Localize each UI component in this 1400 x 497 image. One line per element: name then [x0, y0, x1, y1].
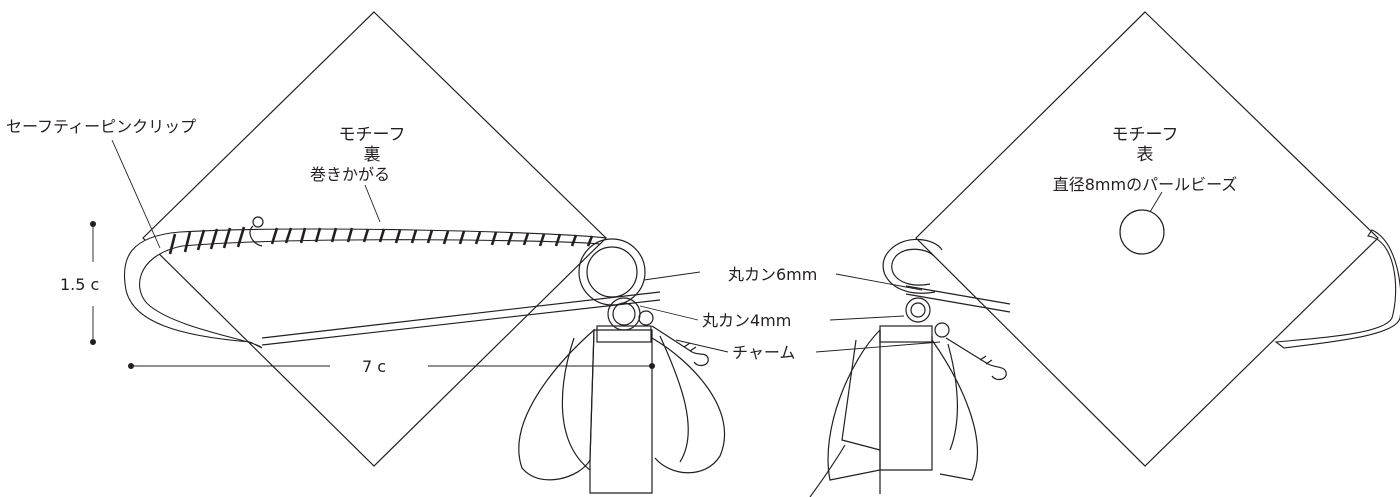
right-motif-side: 表 [1137, 145, 1154, 165]
left-pendant-group [518, 238, 726, 494]
charm-label: チャーム [732, 343, 795, 362]
wrap-label-leader [364, 184, 381, 223]
pin-label-leader [111, 139, 161, 249]
right-pendant-group [809, 238, 1007, 497]
center-labels-group: 丸カン6mm 丸カン4mm チャーム [639, 265, 941, 362]
right-petals-icon [809, 328, 979, 497]
pearl-bead-icon [1119, 209, 1165, 255]
ring-large-label: 丸カン6mm [728, 265, 817, 284]
left-petals-icon [518, 328, 726, 494]
height-label: 1.5 c [60, 275, 99, 294]
right-motif-diamond [915, 11, 1379, 467]
left-ring-large [578, 238, 646, 306]
right-ring-large [882, 238, 943, 294]
left-motif-side: 裏 [364, 144, 381, 165]
width-dimension [128, 363, 655, 369]
right-pin-shaft [905, 293, 1011, 313]
left-motif-diamond [142, 11, 607, 467]
left-whip-stitches [168, 226, 594, 255]
left-motif-group: モチーフ 裏 セーフティーピンクリップ 巻きかがる 1.5 c 7 c [6, 11, 661, 467]
bead-label: 直径8mmのパールビーズ [1053, 175, 1238, 194]
right-charm-icon [934, 322, 1007, 381]
height-dimension [90, 221, 96, 345]
right-ring-small [905, 297, 931, 323]
width-label: 7 c [362, 357, 386, 376]
ring-small-label: 丸カン4mm [702, 311, 791, 330]
left-charm-icon [638, 310, 709, 367]
bead-label-leader [1149, 191, 1163, 213]
left-motif-title: モチーフ [339, 125, 406, 145]
left-pin-shaft [261, 299, 661, 346]
left-clip-plate [596, 325, 652, 343]
right-safety-pin [1274, 229, 1400, 349]
right-motif-title: モチーフ [1112, 125, 1179, 145]
left-pin-coil [252, 216, 264, 228]
pin-label: セーフティーピンクリップ [6, 117, 196, 136]
wrap-label: 巻きかがる [310, 165, 390, 184]
right-clip-plate [879, 325, 933, 343]
left-safety-pin [123, 228, 608, 349]
right-motif-group: モチーフ 表 直径8mmのパールビーズ [905, 11, 1400, 467]
